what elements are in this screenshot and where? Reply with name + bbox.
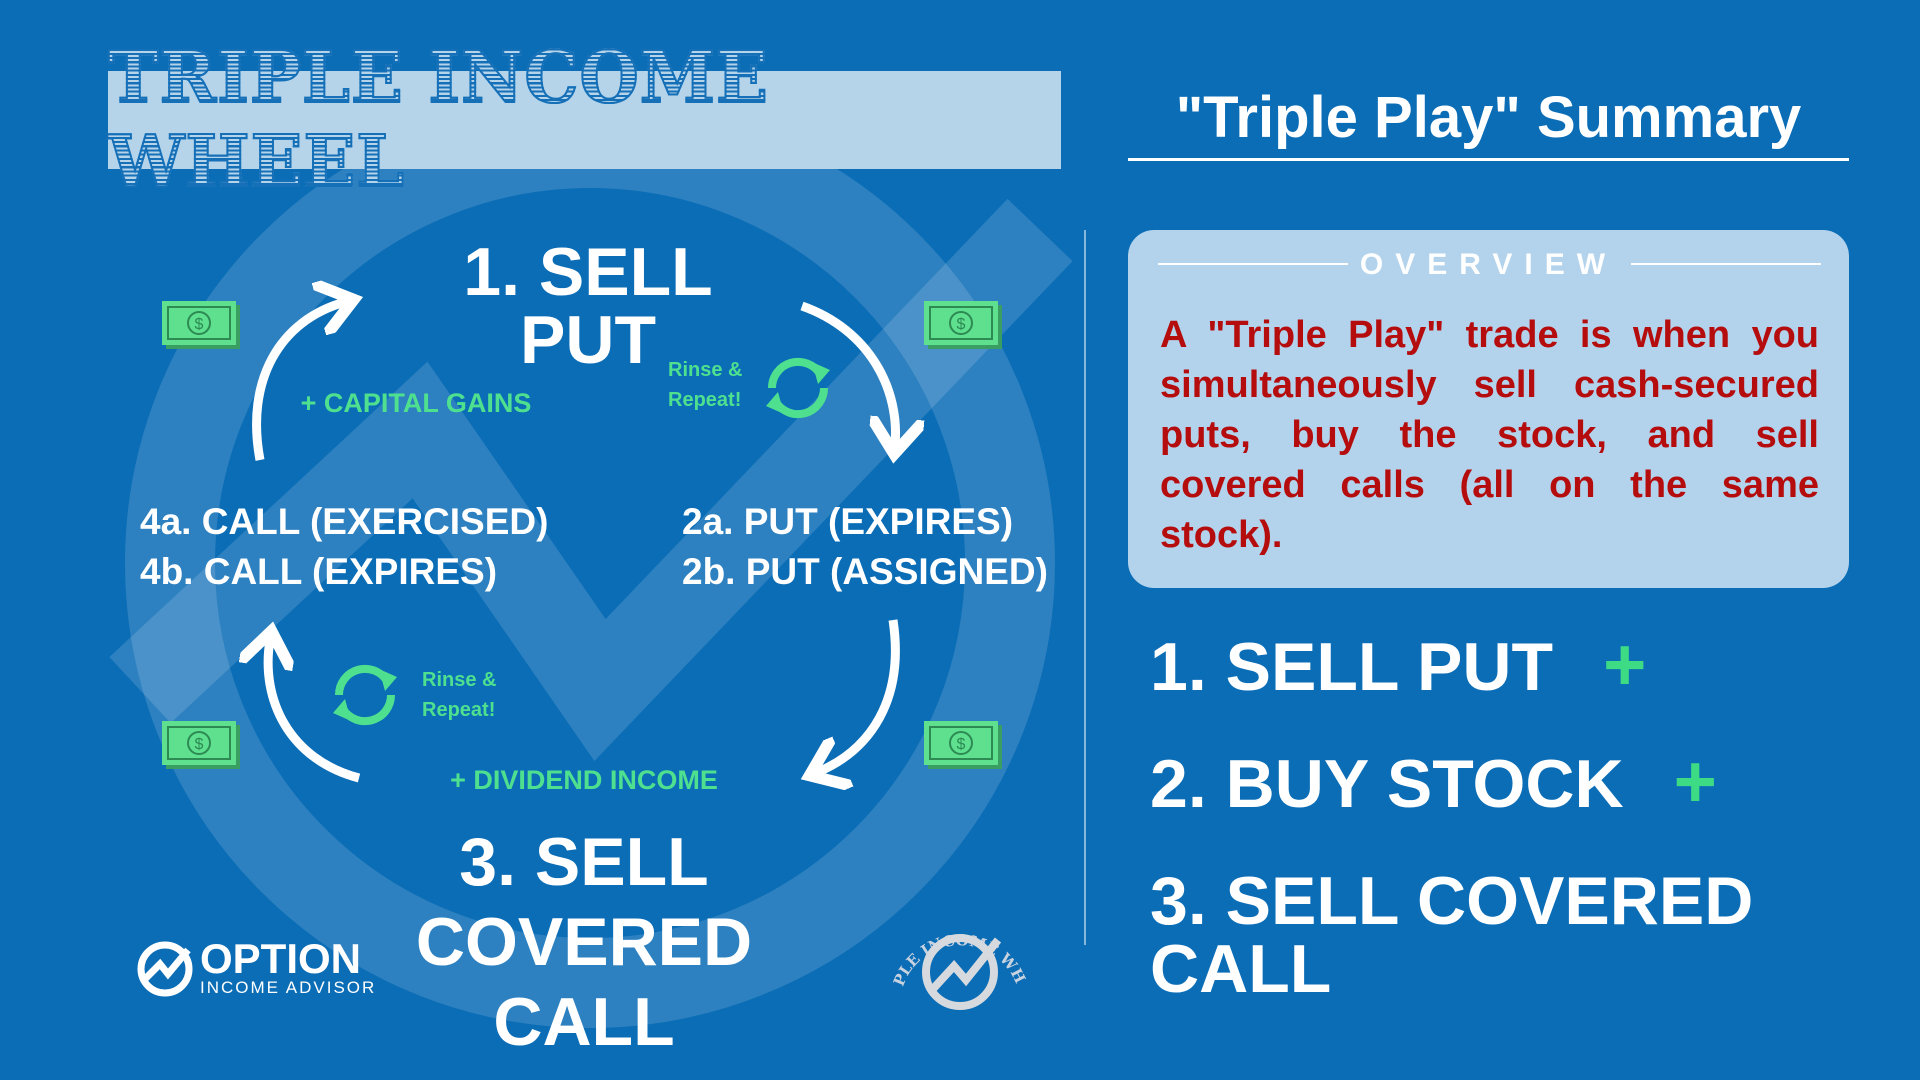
svg-text:TRIPLE INCOME WHEEL: TRIPLE INCOME WHEEL [880, 900, 1029, 989]
call-outcome: 4a. CALL (EXERCISED) [140, 501, 549, 542]
call-outcome: 4b. CALL (EXPIRES) [140, 551, 498, 592]
wheel-step-sell-put: 1. SELL PUT [463, 234, 713, 378]
plus-icon: + [1603, 623, 1647, 706]
rinse-line: Repeat! [668, 389, 742, 411]
curved-arrow-icon [268, 640, 361, 783]
logo-check-icon [137, 941, 193, 997]
rinse-line: Repeat! [422, 699, 496, 721]
dividend-income-label: + DIVIDEND INCOME [450, 765, 718, 795]
overview-text: A "Triple Play" trade is when you simult… [1160, 314, 1819, 556]
cycle-arrows [0, 0, 1080, 1080]
call-outcomes: 4a. CALL (EXERCISED) 4b. CALL (EXPIRES) [140, 497, 548, 597]
recycle-icon [766, 357, 830, 419]
overview-panel: OVERVIEW A "Triple Play" trade is when y… [1128, 230, 1849, 588]
dollar-bill-icon: $ [162, 301, 240, 349]
recycle-icon [333, 664, 397, 726]
title-underline [1128, 158, 1849, 161]
put-outcome: 2b. PUT (ASSIGNED) [682, 551, 1048, 592]
curved-arrow-icon [800, 301, 896, 445]
divider [1084, 230, 1086, 945]
summary-step-2: 2. BUY STOCK+ [1150, 745, 1717, 819]
put-outcomes: 2a. PUT (EXPIRES) 2b. PUT (ASSIGNED) [682, 497, 1048, 597]
svg-text:$: $ [195, 736, 204, 753]
dollar-bill-icon: $ [162, 721, 240, 769]
curved-arrow-icon [818, 619, 900, 772]
step3-line1: 3. SELL COVERED [415, 824, 753, 980]
summary-title: "Triple Play" Summary [1175, 85, 1802, 150]
logo-main-text: OPTION [200, 935, 362, 982]
put-outcome: 2a. PUT (EXPIRES) [682, 501, 1014, 542]
triple-income-wheel-badge: TRIPLE INCOME WHEEL [880, 900, 1029, 1010]
summary-step-1: 1. SELL PUT+ [1150, 628, 1646, 702]
svg-text:$: $ [957, 736, 966, 753]
dollar-bill-icon: $ [924, 301, 1002, 349]
dollar-bill-icon: $ [924, 721, 1002, 769]
step-label: 2. BUY STOCK [1150, 746, 1624, 822]
badge-text: TRIPLE INCOME WHEEL [880, 900, 1029, 989]
svg-text:$: $ [195, 316, 204, 333]
curved-arrow-icon [252, 302, 345, 461]
plus-icon: + [1673, 740, 1717, 823]
overview-rule [1158, 263, 1348, 265]
wheel-title: TRIPLE INCOME WHEEL [107, 35, 1061, 205]
svg-text:$: $ [957, 316, 966, 333]
rinse-repeat-bottom: Rinse & Repeat! [422, 665, 496, 725]
overview-rule [1631, 263, 1821, 265]
capital-gains-label: + CAPITAL GAINS [300, 388, 532, 418]
step-label: 3. SELL COVERED CALL [1150, 863, 1754, 1007]
rinse-line: Rinse & [422, 669, 497, 691]
wheel-title-banner: TRIPLE INCOME WHEEL [107, 35, 1061, 205]
summary-step-3: 3. SELL COVERED CALL [1150, 867, 1920, 1003]
step3-line2: CALL [493, 984, 675, 1060]
logo-sub-text: INCOME ADVISOR [200, 978, 377, 997]
rinse-repeat-top: Rinse & Repeat! [668, 355, 742, 415]
overview-label: OVERVIEW [1359, 248, 1618, 281]
rinse-line: Rinse & [668, 359, 743, 381]
step-label: 1. SELL PUT [1150, 629, 1554, 705]
